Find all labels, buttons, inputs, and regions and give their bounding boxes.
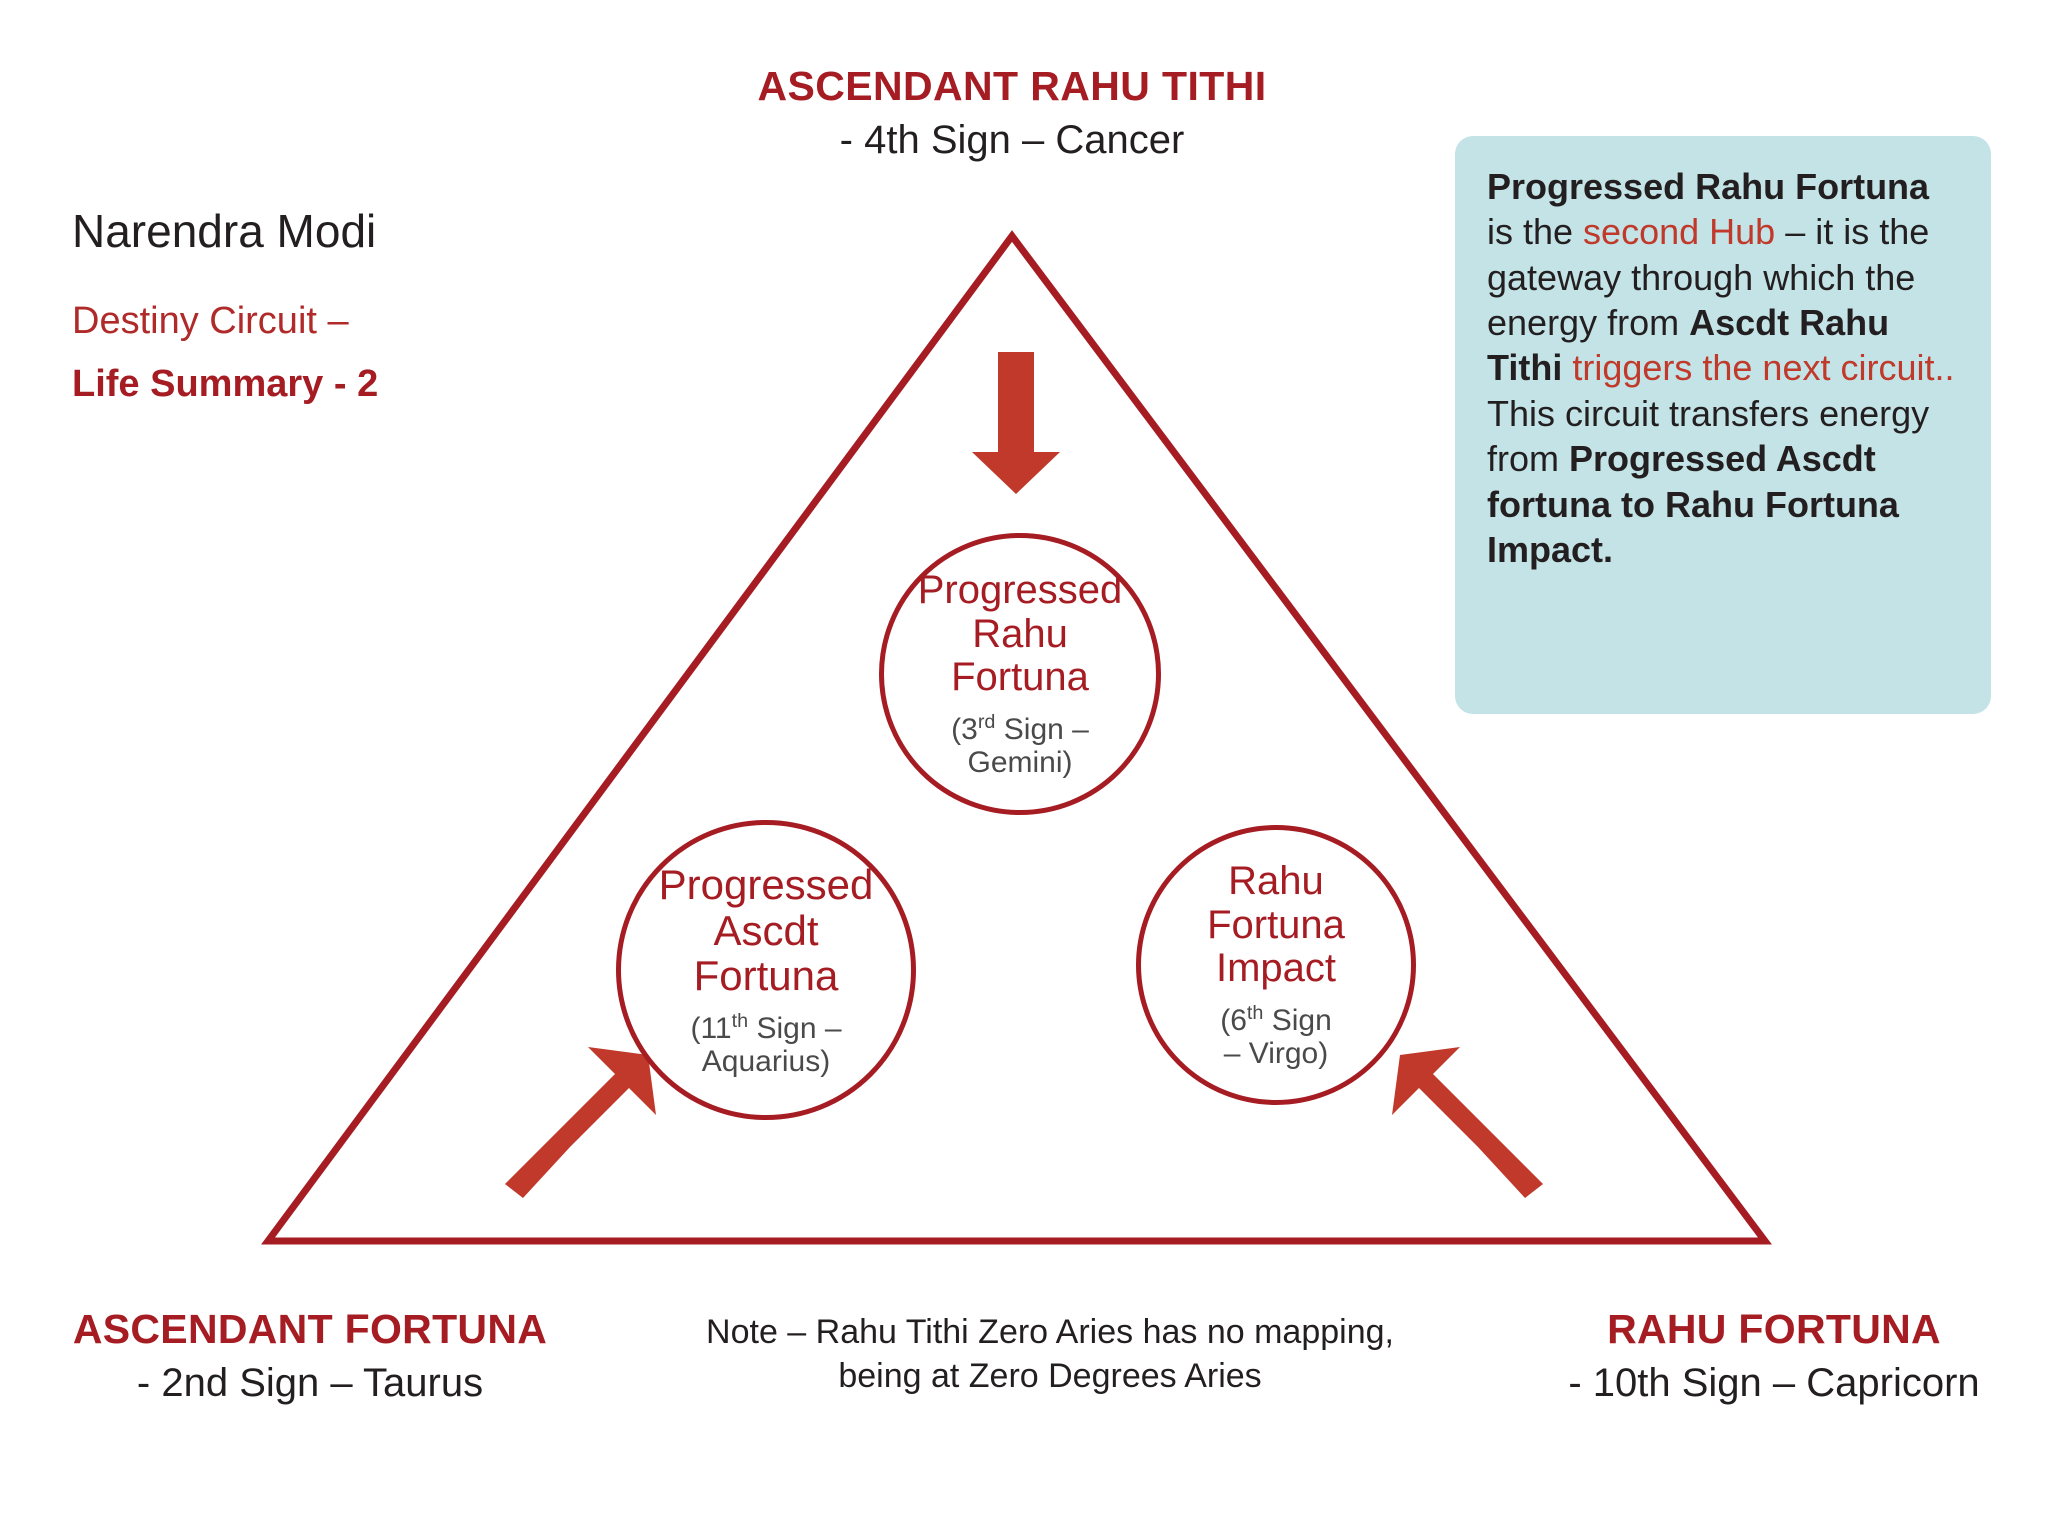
bottom-note-line1: Note – Rahu Tithi Zero Aries has no mapp…	[706, 1313, 1394, 1351]
callout-box: Progressed Rahu Fortuna is the second Hu…	[1455, 136, 1991, 714]
deck-subtitle-line1: Destiny Circuit –	[72, 300, 349, 342]
bottom-left-subtitle: - 2nd Sign – Taurus	[136, 1361, 484, 1406]
bottom-right-title: RAHU FORTUNA	[1607, 1306, 1941, 1352]
arrow-bottom-left-up-right-icon	[505, 1047, 656, 1198]
node-sign-label: (11th Sign – Aquarius)	[690, 1010, 842, 1079]
callout-segment: This circuit transfers energy from	[1487, 392, 1930, 480]
deck-subtitle-line2: Life Summary - 2	[72, 363, 379, 406]
node-progressed-rahu-fortuna[interactable]: Progressed Rahu Fortuna (3rd Sign – Gemi…	[879, 533, 1161, 815]
callout-segment: second Hub	[1583, 211, 1776, 253]
arrow-apex-down-icon	[972, 352, 1060, 494]
bottom-right-subtitle: - 10th Sign – Capricorn	[1568, 1361, 1980, 1406]
node-sign-label: (3rd Sign – Gemini)	[951, 710, 1089, 779]
callout-segment: is the	[1487, 211, 1584, 253]
bottom-note-line2: being at Zero Degrees Aries	[838, 1357, 1262, 1396]
deck-subtitle-block: Destiny Circuit – Life Summary - 2	[72, 296, 632, 411]
callout-segment: triggers the next circuit..	[1572, 347, 1955, 389]
arrow-bottom-right-up-left-icon	[1392, 1047, 1543, 1198]
callout-segment: Progressed Rahu Fortuna	[1487, 166, 1930, 207]
sign-paren: (	[951, 712, 962, 746]
bottom-right-label-block: RAHU FORTUNA - 10th Sign – Capricorn	[1500, 1305, 2048, 1408]
sign-paren: (	[1220, 1003, 1231, 1037]
apex-subtitle: - 4th Sign – Cancer	[839, 118, 1185, 163]
node-sign-label: (6th Sign – Virgo)	[1220, 1001, 1332, 1070]
callout-text: Progressed Rahu Fortuna is the second Hu…	[1487, 164, 1961, 572]
sign-paren: (	[690, 1012, 701, 1046]
triangle-outline	[261, 230, 1772, 1245]
node-rahu-fortuna-impact[interactable]: Rahu Fortuna Impact (6th Sign – Virgo)	[1136, 825, 1416, 1105]
node-title: Progressed Rahu Fortuna	[917, 568, 1123, 700]
apex-title: ASCENDANT RAHU TITHI	[757, 63, 1267, 109]
person-name: Narendra Modi	[72, 205, 377, 257]
bottom-left-title: ASCENDANT FORTUNA	[72, 1306, 548, 1352]
callout-segment: – it is the gateway through which the en…	[1487, 211, 1930, 344]
apex-label-block: ASCENDANT RAHU TITHI - 4th Sign – Cancer	[512, 62, 1512, 164]
node-title: Rahu Fortuna Impact	[1207, 859, 1345, 991]
node-title: Progressed Ascdt Fortuna	[658, 860, 874, 1000]
callout-segment: Progressed Ascdt fortuna to Rahu Fortuna…	[1487, 438, 1899, 570]
callout-segment	[1562, 347, 1572, 388]
node-progressed-ascdt-fortuna[interactable]: Progressed Ascdt Fortuna (11th Sign – Aq…	[616, 820, 916, 1120]
bottom-note: Note – Rahu Tithi Zero Aries has no mapp…	[640, 1310, 1460, 1398]
bottom-left-label-block: ASCENDANT FORTUNA - 2nd Sign – Taurus	[10, 1305, 610, 1408]
callout-segment: Ascdt Rahu Tithi	[1487, 302, 1890, 389]
